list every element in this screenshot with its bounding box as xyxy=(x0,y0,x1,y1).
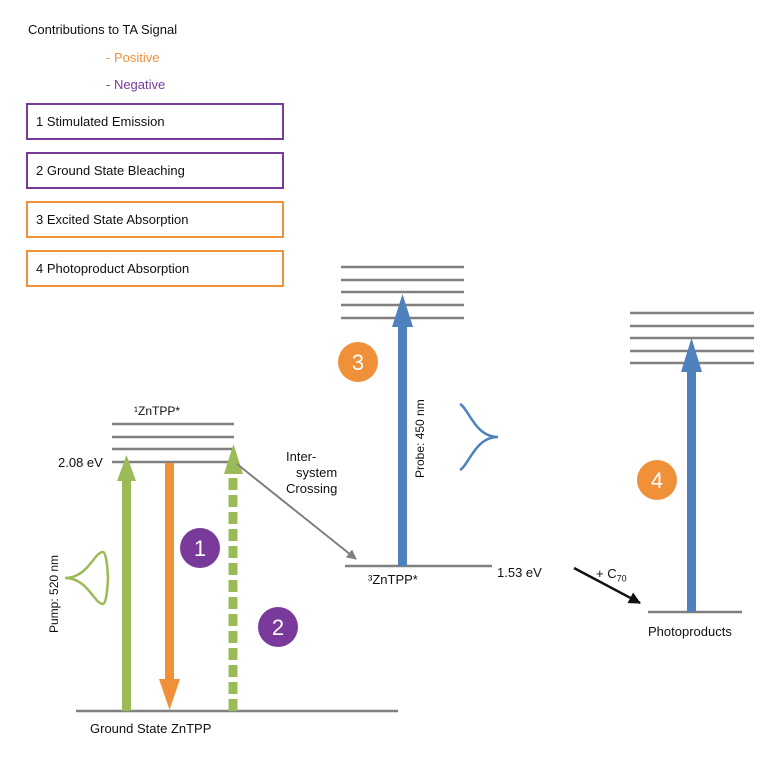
legend-item-label: 3 Excited State Absorption xyxy=(36,212,189,227)
c70-label-text: + C xyxy=(596,566,617,581)
s1-levels xyxy=(112,422,234,464)
badge-2: 2 xyxy=(272,615,284,640)
s1-energy-label: 2.08 eV xyxy=(58,455,103,470)
pump-pulse-shape xyxy=(64,550,110,606)
isc-arrow xyxy=(236,463,357,560)
photoproduct-excited-levels xyxy=(630,311,754,365)
legend-negative: - Negative xyxy=(106,77,166,92)
badge-4-circle xyxy=(637,460,677,500)
legend-item-stimulated-emission: 1 Stimulated Emission xyxy=(26,103,284,140)
badge-2-circle xyxy=(258,607,298,647)
badge-3-circle xyxy=(338,342,378,382)
s1-state-label: ¹ZnTPP* xyxy=(134,404,181,418)
badge-1-circle xyxy=(180,528,220,568)
t1-state-label: ³ZnTPP* xyxy=(368,572,418,587)
badge-1: 1 xyxy=(194,536,206,561)
c70-arrow xyxy=(573,566,641,605)
isc-label-line3: Crossing xyxy=(286,481,338,496)
legend-positive: - Positive xyxy=(106,50,160,65)
legend-item-label: 1 Stimulated Emission xyxy=(36,114,165,129)
probe-arrow xyxy=(392,294,413,566)
ground-state-label: Ground State ZnTPP xyxy=(90,721,212,736)
legend-item-ground-state-bleaching: 2 Ground State Bleaching xyxy=(26,152,284,189)
isc-label-line2: system xyxy=(296,465,338,480)
legend-item-photoproduct-absorption: 4 Photoproduct Absorption xyxy=(26,250,284,287)
photoproducts-label: Photoproducts xyxy=(648,624,732,639)
bleaching-arrow xyxy=(224,444,243,711)
c70-subscript: 70 xyxy=(616,573,627,584)
legend-item-label: 4 Photoproduct Absorption xyxy=(36,261,190,276)
c70-label: + C70 xyxy=(596,566,627,584)
legend-item-excited-state-absorption: 3 Excited State Absorption xyxy=(26,201,284,238)
stimulated-emission-arrow xyxy=(159,463,180,710)
probe-label: Probe: 450 nm xyxy=(413,399,427,478)
badge-4: 4 xyxy=(651,468,663,493)
probe-pulse-shape xyxy=(459,402,499,472)
badge-3: 3 xyxy=(352,350,364,375)
photoproduct-absorption-arrow xyxy=(681,338,702,612)
isc-label-line1: Inter- xyxy=(286,449,317,464)
pump-label: Pump: 520 nm xyxy=(47,555,61,633)
t1-energy-label: 1.53 eV xyxy=(497,565,542,580)
legend-item-label: 2 Ground State Bleaching xyxy=(36,163,185,178)
pump-arrow xyxy=(117,455,136,711)
legend-title: Contributions to TA Signal xyxy=(28,22,178,37)
